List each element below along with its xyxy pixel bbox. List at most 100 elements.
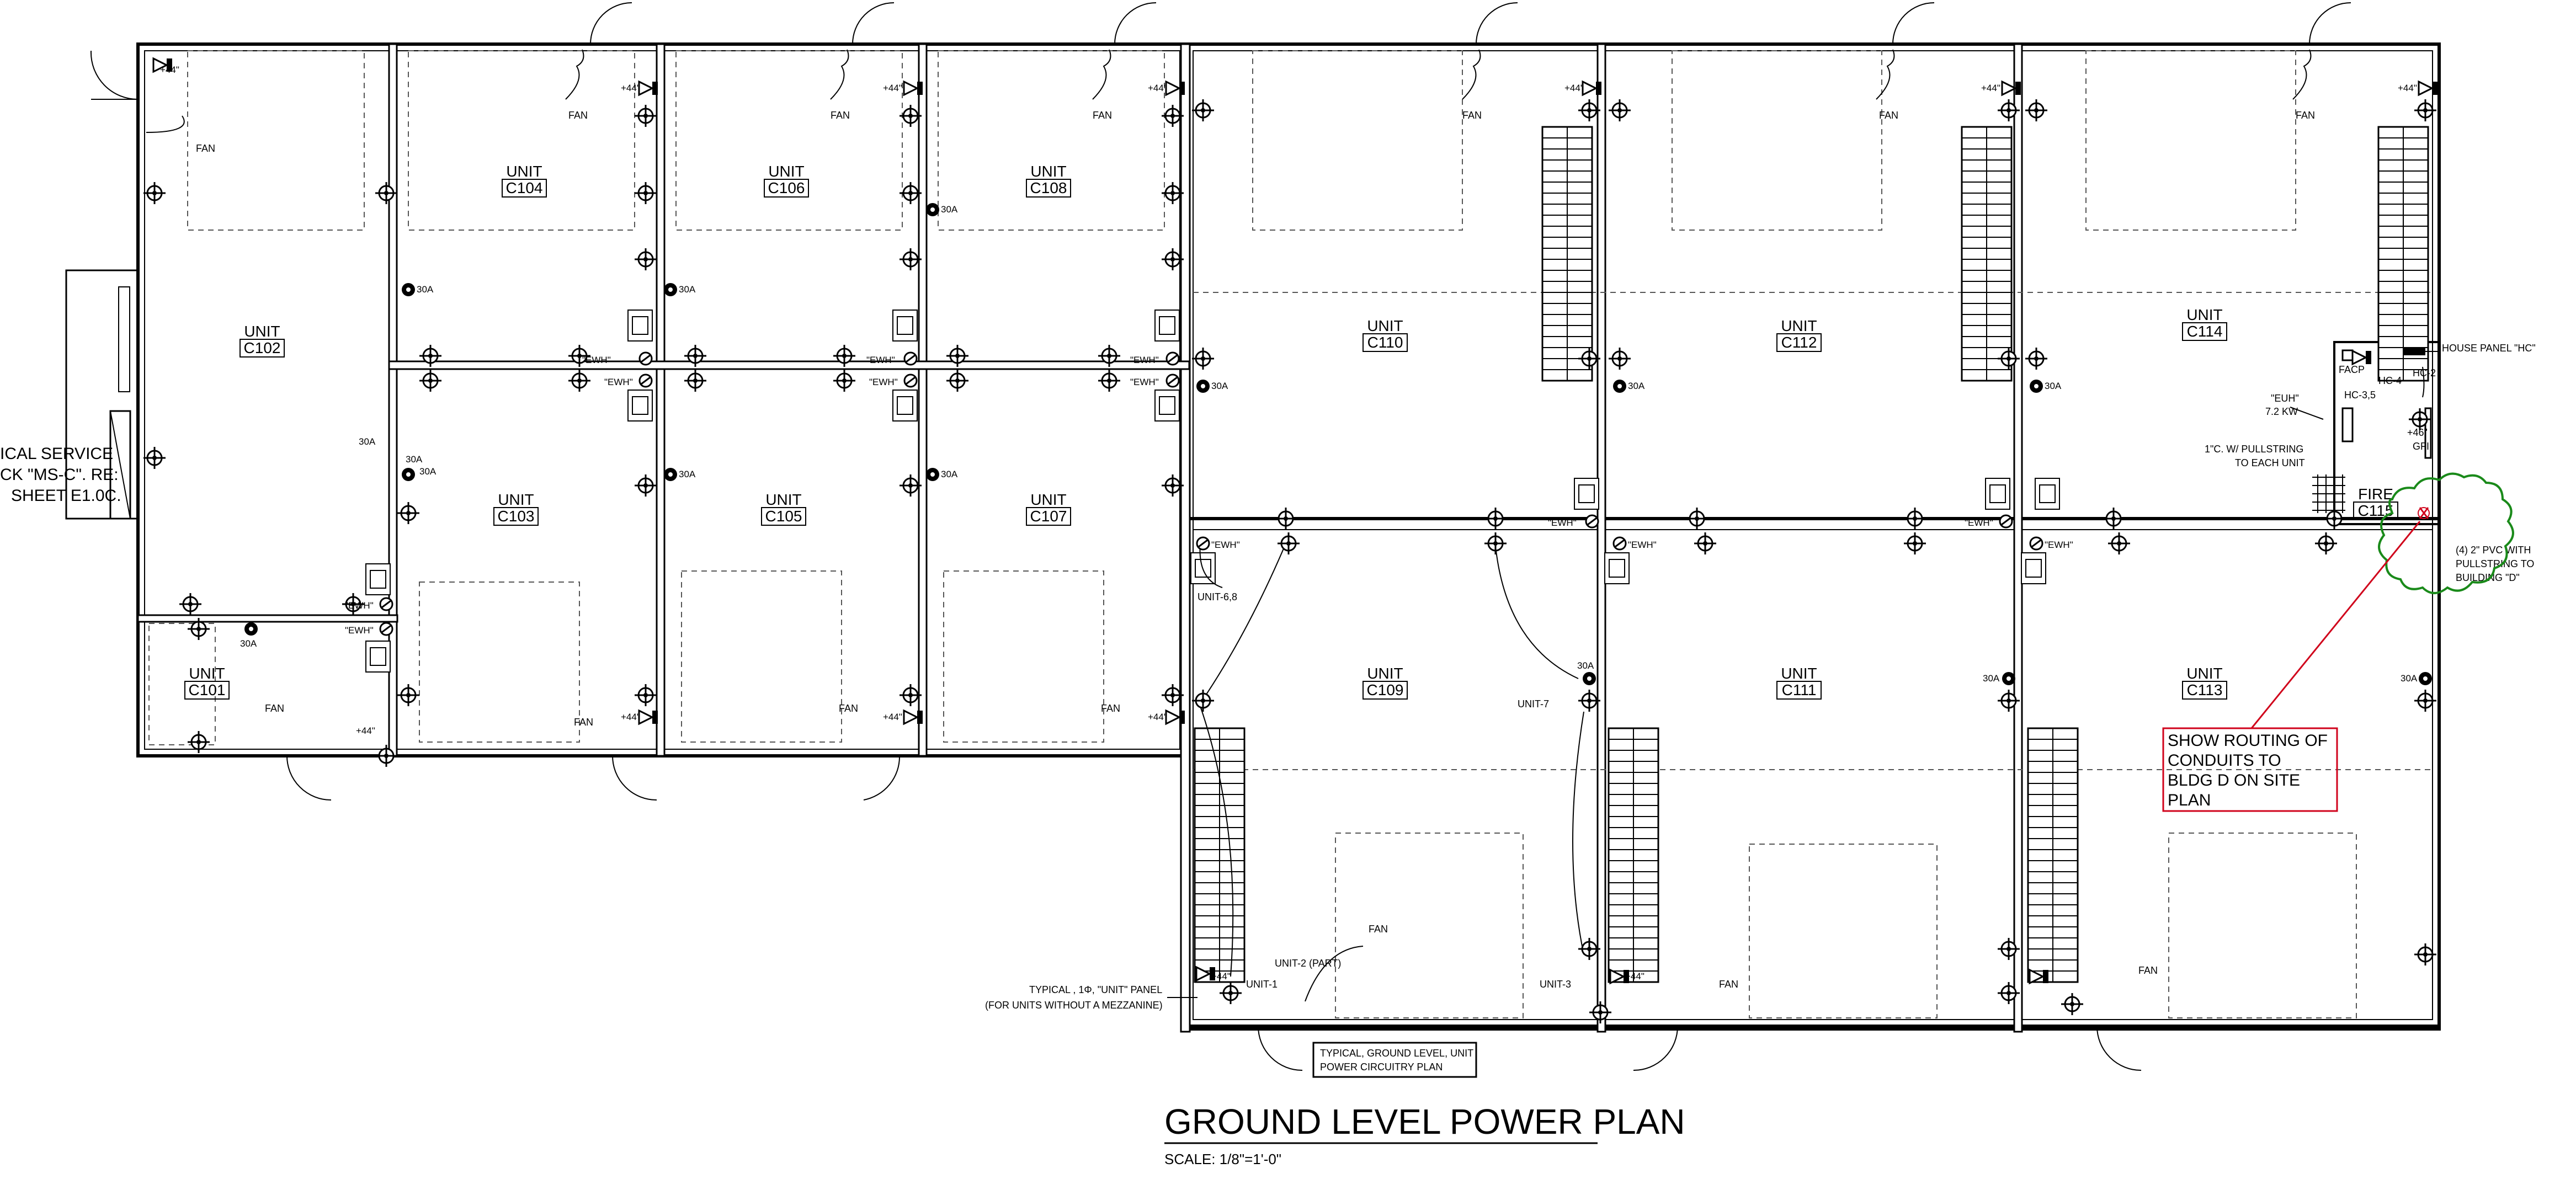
- unit-label-word: UNIT: [189, 665, 225, 682]
- plus44-label: +44": [2398, 83, 2417, 93]
- plus44-label: +44": [883, 83, 902, 93]
- pullstring-label-1: 1"C. W/ PULLSTRING: [2205, 444, 2303, 455]
- pvc-label-3: BUILDING "D": [2456, 572, 2520, 583]
- receptacle-icon: [2101, 506, 2126, 531]
- unit-label-word: UNIT: [1030, 491, 1066, 508]
- euh-label: "EUH": [2271, 393, 2299, 404]
- label-30a: 30A: [406, 454, 423, 465]
- plus44-label: +44": [1211, 971, 1231, 981]
- fan-circuit: [2292, 49, 2312, 100]
- fan-circuit: [565, 49, 584, 100]
- fan-label: FAN: [568, 110, 588, 121]
- receptacle-icon: [1693, 531, 1717, 556]
- ewh-icon: [638, 351, 653, 366]
- ewh-label: "EWH": [345, 625, 374, 636]
- unit-label-id: C101: [189, 681, 226, 698]
- typical-panel-label-2: (FOR UNITS WITHOUT A MEZZANINE): [985, 1000, 1163, 1011]
- house-panel-icon: [2403, 348, 2425, 355]
- data-outlet-icon: [1582, 81, 1603, 96]
- service-note-line-3: SHEET E1.0C.: [11, 487, 121, 505]
- unit-label-id: C102: [244, 339, 281, 356]
- ewh-icon: [1585, 514, 1599, 529]
- fan-label: FAN: [1369, 924, 1388, 935]
- ewh-icon: [379, 597, 393, 611]
- unit-label-box: [1362, 681, 1408, 700]
- label-30a: 30A: [1628, 381, 1645, 391]
- receptacle-icon: [1685, 506, 1709, 531]
- receptacle-icon: [1191, 346, 1215, 371]
- fan-label: FAN: [196, 143, 215, 154]
- label-30a: 30A: [679, 469, 696, 479]
- fan-circuit: [1462, 49, 1481, 100]
- label-30a: 30A: [2401, 673, 2418, 684]
- data-outlet-icon: [1165, 709, 1186, 725]
- receptacle-icon: [634, 181, 658, 205]
- ewh-icon: [903, 374, 918, 388]
- unit-labels: UNITC102UNITC104UNITC106UNITC108UNITC103…: [184, 163, 2398, 700]
- label-30a: 30A: [359, 436, 376, 447]
- unit-label-word: UNIT: [498, 491, 534, 508]
- data-outlet-icon: [638, 709, 659, 725]
- unit-label-id: C111: [1782, 681, 1817, 698]
- fan-circuit: [1092, 49, 1111, 100]
- receptacle-icon: [1191, 98, 1215, 122]
- unit-label-box: [184, 681, 230, 700]
- receptacle-icon: [634, 247, 658, 271]
- receptacle-icon: [1191, 689, 1215, 713]
- circuit-30a-icon: [664, 468, 677, 481]
- exterior-doors: [286, 2, 2351, 1071]
- circuit-30a-icon: [664, 283, 677, 296]
- unit-label-box: [1026, 179, 1071, 198]
- ewh-icon: [1165, 351, 1180, 366]
- ewh-icon: [638, 374, 653, 388]
- receptacle-icon: [2314, 531, 2338, 556]
- receptacle-icon: [396, 683, 421, 707]
- ewh-label: "EWH": [866, 355, 895, 365]
- ewh-icon: [903, 351, 918, 366]
- hc35-label: HC-3,5: [2344, 390, 2376, 401]
- circuit-30a-icon: [926, 203, 939, 216]
- service-note-line-2: CK "MS-C". RE:: [0, 466, 119, 484]
- receptacle-icon: [1608, 98, 1632, 122]
- unit-label-box: [1362, 333, 1408, 352]
- label-30a: 30A: [240, 638, 257, 649]
- data-outlet-icon: [1165, 81, 1186, 96]
- label-30a: 30A: [941, 469, 958, 479]
- unit-3-label: UNIT-3: [1540, 979, 1571, 990]
- pvc-label-2: PULLSTRING TO: [2456, 558, 2534, 569]
- unit-label-word: UNIT: [768, 163, 804, 180]
- unit-label-word: UNIT: [2186, 306, 2222, 323]
- ewh-label: "EWH": [582, 355, 611, 365]
- review-note-line-3: BLDG D ON SITE: [2168, 771, 2300, 789]
- typical-panel-label-1: TYPICAL , 1Φ, "UNIT" PANEL: [1029, 984, 1162, 995]
- fan-label: FAN: [2138, 965, 2158, 976]
- data-outlet-icon: [638, 81, 659, 96]
- unit-label-word: UNIT: [1781, 317, 1817, 334]
- unit-label-word: FIRE: [2358, 486, 2393, 503]
- stairs: [1194, 126, 2429, 983]
- unit-label-box: [761, 507, 806, 526]
- euh-kw-label: 7.2 KW: [2265, 406, 2298, 417]
- data-outlet-icon: [2001, 81, 2022, 96]
- service-note-line-1: ICAL SERVICE: [0, 445, 113, 463]
- label-30a: 30A: [1983, 673, 2000, 684]
- label-30a: 30A: [941, 204, 958, 215]
- receptacle-icon: [2107, 531, 2131, 556]
- unit-label-word: UNIT: [1030, 163, 1066, 180]
- unit-label-id: C115: [2358, 502, 2394, 519]
- ewh-icon: [1165, 374, 1180, 388]
- review-note-line-1: SHOW ROUTING OF: [2168, 732, 2328, 750]
- receptacle-icon: [634, 473, 658, 498]
- unit-label-box: [1776, 681, 1822, 700]
- unit-label-id: C113: [2187, 681, 2223, 698]
- unit-label-id: C108: [1030, 179, 1067, 196]
- label-30a: 30A: [2045, 381, 2062, 391]
- circuit-30a-icon: [1613, 380, 1626, 393]
- circuit-30a-icon: [402, 283, 415, 296]
